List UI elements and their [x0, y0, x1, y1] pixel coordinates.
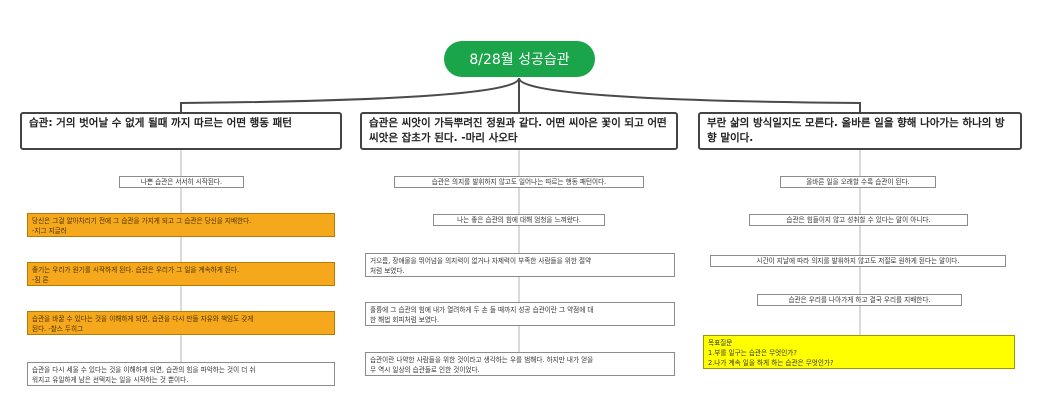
node-line: 2.나가 계속 일을 하게 하는 습관은 무엇인가?: [708, 359, 834, 367]
branch-1-node-5[interactable]: 습관을 다시 세울 수 있다는 것을 이해하게 되면, 습관의 힘을 파악하는 …: [27, 362, 335, 386]
branch-2-node-4[interactable]: 훌륭에 그 습관의 힘에 내가 열려하게 두 손 들 때까지 성공 습관이란 그…: [365, 302, 675, 326]
branch-2-node-5[interactable]: 습관이란 나약한 사람들을 위한 것이라고 생각하는 우를 범해다. 하지만 내…: [365, 352, 675, 376]
node-line: 습관이란 나약한 사람들을 위한 것이라고 생각하는 우를 범해다. 하지만 내…: [370, 356, 594, 364]
node-line: 처럼 보였다.: [370, 267, 405, 275]
branch-1-node-2[interactable]: 당신은 그걸 알아차리기 전에 그 습관을 가지게 되고 그 습관은 당신을 지…: [27, 213, 335, 237]
branch-3-node-4[interactable]: 습관은 우리를 나아가게 하고 결국 우리를 지배한다.: [757, 294, 962, 306]
node-line: 거으름, 장애물을 뛰어넘을 의지력이 없거나 자제력이 부족한 사람들을 위한…: [370, 257, 592, 265]
node-line: -짐 론: [32, 276, 49, 284]
node-line: 워지고 유일하게 남은 선택지는 일을 시작하는 것 뿐이다.: [32, 376, 189, 384]
node-line: 1.부를 일구는 습관은 무엇인가?: [708, 349, 797, 357]
branch-2-node-2[interactable]: 나는 좋은 습관의 힘에 대해 엄청을 느껴왔다.: [433, 214, 605, 226]
branch-1-node-4[interactable]: 습관을 바꿀 수 있다는 것을 이해하게 되면, 습관을 다시 만들 자유와 책…: [27, 311, 335, 335]
branch-topic-3[interactable]: 부란 삶의 방식일지도 모른다. 올바른 일을 향해 나아가는 하나의 방향 말…: [698, 112, 1022, 150]
node-line: 습관을 다시 세울 수 있다는 것을 이해하게 되면, 습관의 힘을 파악하는 …: [32, 366, 256, 374]
branch-3-node-1[interactable]: 올바른 일을 오래할 수록 습관이 된다.: [780, 176, 936, 188]
node-line: 목표질문: [708, 339, 733, 347]
branch-2-node-3[interactable]: 거으름, 장애물을 뛰어넘을 의지력이 없거나 자제력이 부족한 사람들을 위한…: [365, 253, 675, 277]
branch-3-node-2[interactable]: 습관은 힘들이지 않고 성취할 수 있다는 말이 아니다.: [749, 214, 968, 226]
branch-1-node-3[interactable]: 좋기는 우리가 원기를 시작하게 된다. 습관은 우리가 그 일을 계속하게 된…: [27, 262, 335, 286]
node-line: 무 역시 일상의 습관들로 인한 것이었다.: [370, 366, 480, 374]
node-line: 당신은 그걸 알아차리기 전에 그 습관을 가지게 되고 그 습관은 당신을 지…: [32, 217, 252, 225]
branch-3-node-3[interactable]: 시간이 지날에 따라 의지를 발휘하지 않고도 저절로 원하게 된다는 말이다.: [710, 255, 1006, 267]
node-line: 한 해법 회피처럼 보였다.: [370, 316, 440, 324]
node-line: 된다. -찰스 두히그: [32, 325, 84, 333]
node-line: 습관을 바꿀 수 있다는 것을 이해하게 되면, 습관을 다시 만들 자유와 책…: [32, 315, 254, 323]
node-line: 훌륭에 그 습관의 힘에 내가 열려하게 두 손 들 때까지 성공 습관이란 그…: [370, 306, 594, 314]
branch-topic-2[interactable]: 습관은 씨앗이 가득뿌려진 정원과 같다. 어떤 씨아은 꽃이 되고 어떤 씨앗…: [360, 112, 678, 150]
node-line: -지그 지글러: [32, 227, 67, 235]
branch-1-node-1[interactable]: 나쁜 습관은 서서히 시작된다.: [119, 176, 244, 188]
branch-topic-1[interactable]: 습관: 거의 벗어날 수 없게 될때 까지 따르는 어떤 행동 패턴: [20, 112, 342, 150]
node-line: 좋기는 우리가 원기를 시작하게 된다. 습관은 우리가 그 일을 계속하게 된…: [32, 266, 240, 274]
branch-2-node-1[interactable]: 습관은 의지를 발휘하지 않고도 일어나는 따르는 행동 패턴이다.: [394, 176, 644, 188]
root-topic[interactable]: 8/28월 성공습관: [444, 41, 595, 77]
branch-3-node-5[interactable]: 목표질문 1.부를 일구는 습관은 무엇인가? 2.나가 계속 일을 하게 하는…: [703, 335, 1015, 369]
